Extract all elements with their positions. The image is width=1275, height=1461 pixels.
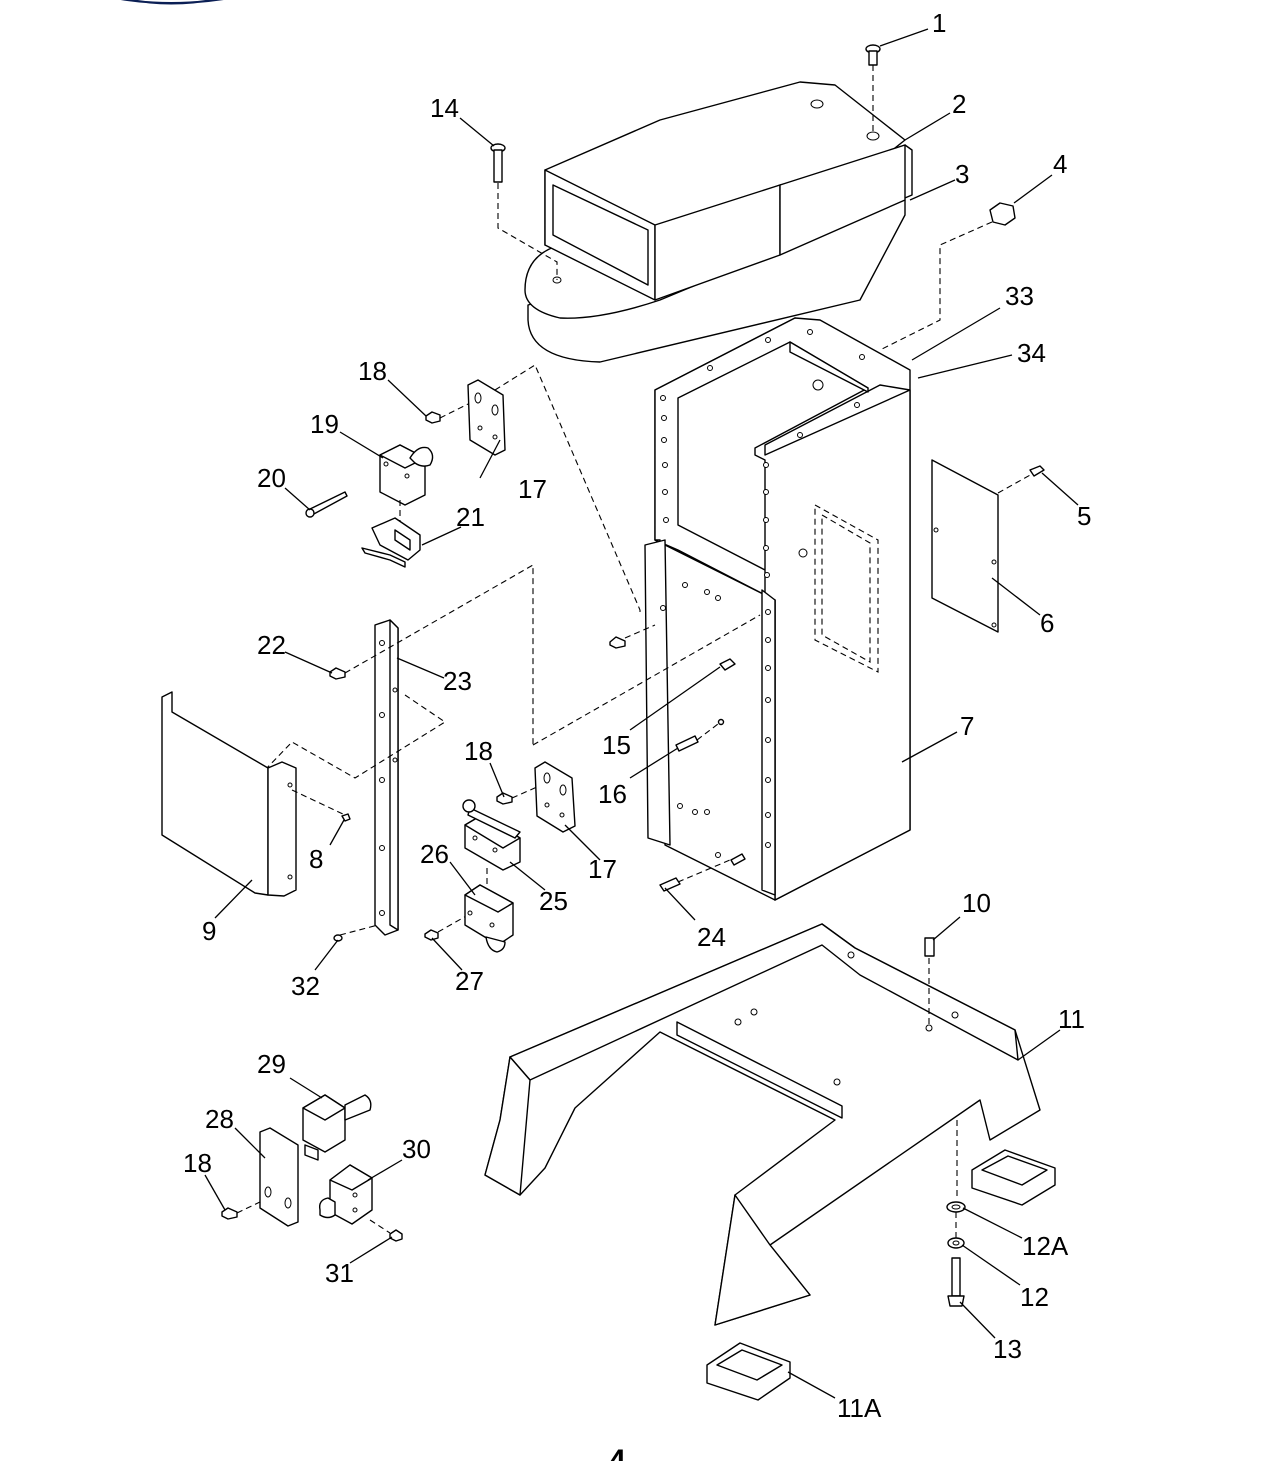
callout-24: 24 [697, 922, 726, 952]
screw-part-14 [490, 143, 506, 183]
plate-part-28 [259, 1127, 299, 1227]
callout-32: 32 [291, 971, 320, 1001]
screw-part-22 [329, 667, 346, 680]
washer-part-12a [946, 1201, 966, 1213]
callout-34: 34 [1017, 338, 1046, 368]
pin-part-15 [719, 658, 736, 671]
screw-part-18-lower [221, 1207, 238, 1220]
callout-33: 33 [1005, 281, 1034, 311]
brand-logo [120, 0, 224, 5]
callout-14: 14 [430, 93, 459, 123]
column-body-part-7 [644, 317, 911, 901]
bracket-part-17-lower [534, 761, 576, 833]
callout-3: 3 [955, 159, 969, 189]
screw-part-27 [424, 929, 439, 941]
callout-6: 6 [1040, 608, 1054, 638]
side-panel-part-6 [931, 459, 999, 633]
callout-9: 9 [202, 916, 216, 946]
callout-2: 2 [952, 89, 966, 119]
screw-part-20 [305, 491, 348, 518]
callout-27: 27 [455, 966, 484, 996]
callout-7: 7 [960, 711, 974, 741]
actuator-part-21 [361, 517, 421, 568]
pin-part-10 [924, 937, 935, 957]
callout-11: 11 [1058, 1004, 1085, 1034]
callout-17-lower: 17 [588, 854, 617, 884]
callout-21: 21 [456, 502, 485, 532]
screw-part-1 [865, 44, 881, 66]
bolt-part-13 [947, 1257, 965, 1307]
callout-29: 29 [257, 1049, 286, 1079]
callout-13: 13 [993, 1334, 1022, 1364]
callout-10: 10 [962, 888, 991, 918]
pin-part-24-inner [730, 853, 746, 866]
callout-28: 28 [205, 1104, 234, 1134]
page-number: 4 [609, 1444, 626, 1461]
callout-26: 26 [420, 839, 449, 869]
screw-part-31 [389, 1229, 403, 1242]
callout-23: 23 [443, 666, 472, 696]
callout-16: 16 [598, 779, 627, 809]
callout-labels: 1 2 3 4 5 6 7 33 34 14 18 19 20 17 21 22… [183, 8, 1091, 1423]
callout-12a: 12A [1022, 1231, 1069, 1261]
switch-part-19 [379, 444, 434, 506]
callout-15: 15 [602, 730, 631, 760]
screw-part-5 [1029, 465, 1045, 477]
callout-18-upper: 18 [358, 356, 387, 386]
callout-17-upper: 17 [518, 474, 547, 504]
washer-part-12 [947, 1237, 965, 1249]
pin-part-16 [675, 718, 725, 752]
screw-part-18-middle [496, 792, 513, 805]
housing-part-26 [464, 884, 514, 953]
callout-1: 1 [932, 8, 946, 38]
callout-31: 31 [325, 1258, 354, 1288]
bracket-part-17-upper [467, 379, 506, 456]
foot-pad-part-11a [706, 1342, 791, 1401]
switch-part-29 [302, 1094, 372, 1161]
screw-part-left-body [609, 636, 626, 649]
plug-part-4 [989, 202, 1016, 226]
rail-part-23 [374, 619, 399, 936]
switch-part-25 [462, 799, 521, 871]
base-part-11 [484, 923, 1041, 1326]
callout-30: 30 [402, 1134, 431, 1164]
foot-pad-part-11a-right [971, 1149, 1056, 1206]
leader-lines [204, 28, 1079, 1399]
callout-20: 20 [257, 463, 286, 493]
switch-part-30 [318, 1164, 373, 1225]
screw-part-18-upper [425, 411, 441, 424]
callout-11a: 11A [837, 1393, 882, 1423]
guard-part-9 [161, 691, 297, 897]
callout-25: 25 [539, 886, 568, 916]
callout-22: 22 [257, 630, 286, 660]
callout-19: 19 [310, 409, 339, 439]
screw-part-8 [341, 813, 351, 822]
callout-4: 4 [1053, 149, 1067, 179]
top-cover-part-2 [524, 81, 913, 363]
callout-18-lower: 18 [183, 1148, 212, 1178]
callout-18-middle: 18 [464, 736, 493, 766]
pin-part-24 [659, 877, 681, 892]
callout-12: 12 [1020, 1282, 1049, 1312]
callout-5: 5 [1077, 501, 1091, 531]
callout-8: 8 [309, 844, 323, 874]
